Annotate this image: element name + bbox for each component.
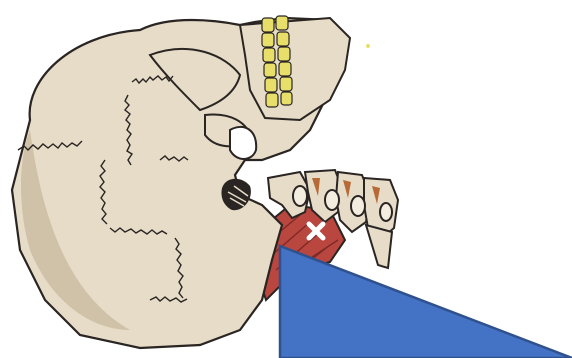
- orbit-opening: [230, 127, 256, 159]
- spinous-process: [366, 225, 392, 268]
- blue-wedge: [280, 246, 572, 358]
- highlight-dot: [366, 44, 370, 48]
